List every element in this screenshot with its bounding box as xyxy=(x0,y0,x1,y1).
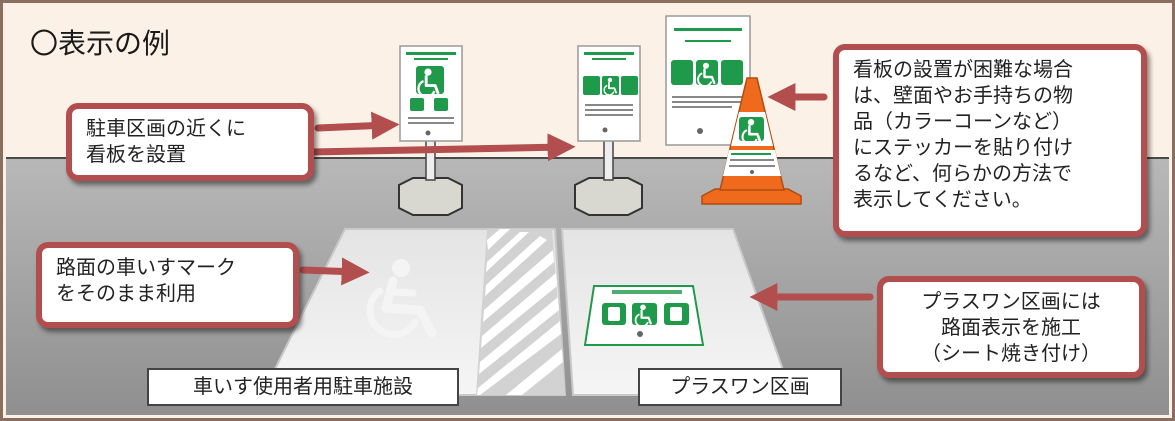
callout-plus-one-road-display: プラスワン区画には 路面表示を施工 （シート焼き付け） xyxy=(877,276,1145,378)
arrow-to-left-sign xyxy=(314,111,400,140)
sign-stand-left xyxy=(398,45,463,216)
label-wheelchair-space: 車いす使用者用駐車施設 xyxy=(147,368,459,406)
road-wheelchair-mark xyxy=(366,259,437,339)
page-title: 〇表示の例 xyxy=(30,27,171,60)
callout-sign-near-space: 駐車区画の近くに 看板を設置 xyxy=(66,103,314,181)
callout-difficult-case: 看板の設置が困難な場合 は、壁面やお手持ちの物 品（カラーコーンなど） にステッ… xyxy=(833,44,1147,237)
sign-stand-middle xyxy=(574,45,643,216)
hatched-aisle xyxy=(476,229,565,395)
label-plus-one-space: プラスワン区画 xyxy=(638,368,842,406)
traffic-cone xyxy=(701,77,802,205)
arrows xyxy=(299,83,874,311)
arrow-to-road-mark xyxy=(299,257,370,286)
large-sign-board xyxy=(665,15,751,146)
arrow-to-middle-sign xyxy=(308,133,576,162)
callout-road-mark: 路面の車いすマーク をそのまま利用 xyxy=(36,242,299,328)
road-sticker xyxy=(583,285,705,346)
